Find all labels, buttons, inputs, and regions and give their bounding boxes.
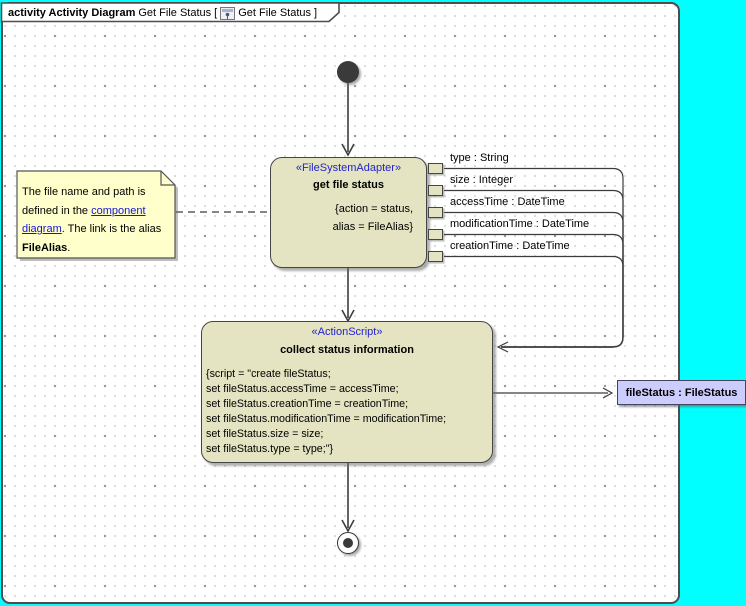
- action-get-file-status[interactable]: «FileSystemAdapter» get file status {act…: [270, 157, 427, 268]
- pin-accesstime[interactable]: [428, 207, 443, 218]
- note-text: The file name and path is defined in the…: [22, 186, 162, 254]
- action-stereotype: «FileSystemAdapter»: [295, 162, 402, 174]
- pin-modificationtime[interactable]: [428, 229, 443, 240]
- object-node-label: fileStatus : FileStatus: [625, 386, 738, 399]
- activity-diagram-icon: [220, 6, 236, 20]
- activity-final-dot: [343, 538, 353, 548]
- pin-label-modificationtime: modificationTime : DateTime: [450, 218, 590, 230]
- pin-label-accesstime: accessTime : DateTime: [450, 196, 565, 208]
- action-name: get file status: [313, 179, 384, 191]
- activity-frame: [1, 2, 680, 604]
- action-constraints: {action = status, alias = FileAlias}: [332, 203, 413, 233]
- pin-label-size: size : Integer: [450, 174, 513, 186]
- frame-tab-name: Get File Status [: [138, 7, 218, 19]
- pin-label-creationtime: creationTime : DateTime: [450, 240, 570, 252]
- pin-label-type: type : String: [450, 152, 509, 164]
- activity-final-node[interactable]: [337, 532, 359, 554]
- note-bold-filealias: FileAlias: [22, 241, 68, 254]
- frame-tab[interactable]: activity Activity Diagram Get File Statu…: [8, 5, 317, 21]
- action-script-body: {script = "create fileStatus; set fileSt…: [206, 368, 447, 455]
- action-collect-status-information[interactable]: «ActionScript» collect status informatio…: [201, 321, 493, 463]
- frame-tab-keyword: activity Activity Diagram: [8, 7, 136, 19]
- pin-creationtime[interactable]: [428, 251, 443, 262]
- action-name: collect status information: [280, 344, 414, 356]
- component-diagram-link[interactable]: component diagram: [22, 204, 146, 236]
- object-node-filestatus[interactable]: fileStatus : FileStatus: [617, 380, 746, 405]
- initial-node[interactable]: [337, 61, 359, 83]
- pin-type[interactable]: [428, 163, 443, 174]
- frame-tab-ref: Get File Status ]: [238, 7, 318, 19]
- action-stereotype: «ActionScript»: [311, 326, 383, 338]
- pin-size[interactable]: [428, 185, 443, 196]
